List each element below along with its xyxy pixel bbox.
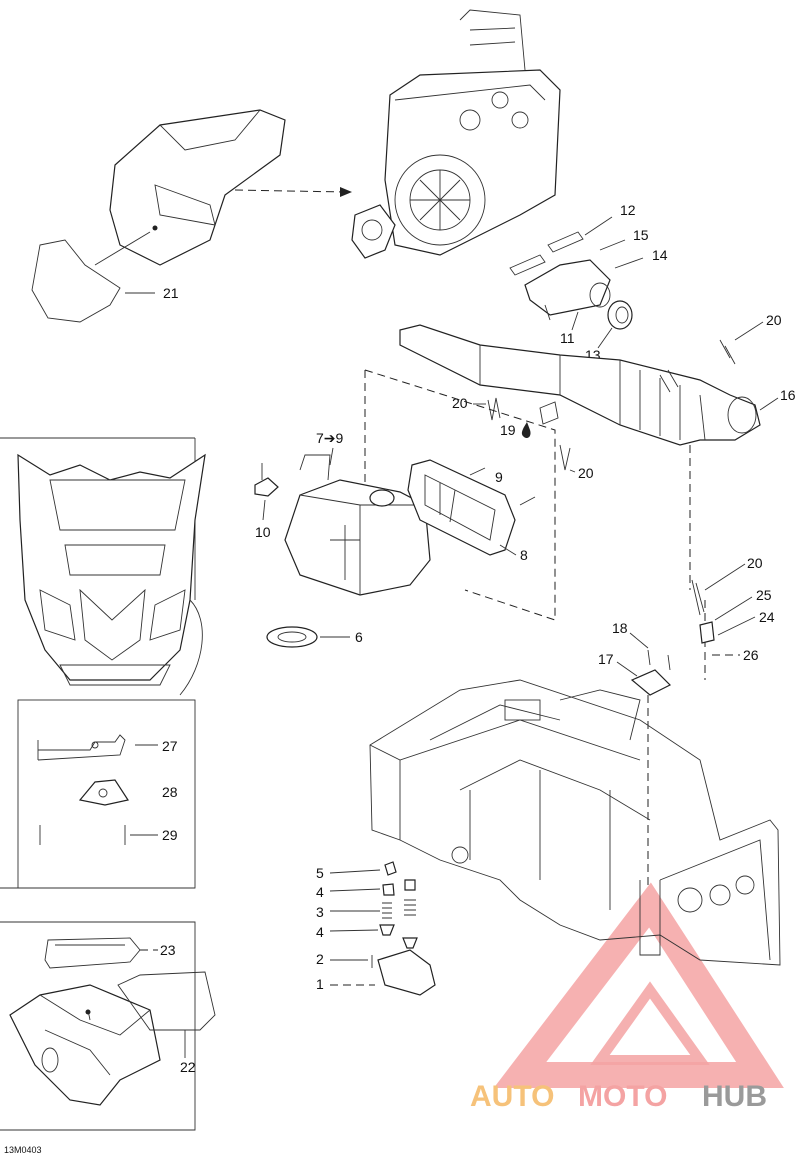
callout-28: 28 [162,784,178,800]
part-13-exhaust-seal-ring [607,300,633,330]
callout-20-mid-right: 20 [578,465,594,481]
part-11-exhaust-manifold [524,259,611,321]
assembly-arrow-head [340,187,352,197]
part-9-screws [469,467,536,506]
callout-7-9: 7➔9 [316,430,344,446]
part-12-manifold-gasket [509,231,584,276]
callout-3: 3 [316,904,324,920]
part-23-decal [44,937,141,969]
callout-24: 24 [759,609,775,625]
engine-assembly [351,9,561,259]
callout-10: 10 [255,524,271,540]
callout-20-lower: 20 [747,555,763,571]
callout-25: 25 [756,587,772,603]
callout-15: 15 [633,227,649,243]
exhaust-hanger-line [689,445,706,680]
callout-5: 5 [316,865,324,881]
callout-2: 2 [316,951,324,967]
callout-9: 9 [495,469,503,485]
part-6-seal-ring [266,626,318,648]
watermark-text-moto: MOTO [578,1080,667,1113]
decal-box-frame [17,699,196,889]
callout-26: 26 [743,647,759,663]
diagram-code: 13M0403 [4,1145,42,1155]
watermark-text-hub: HUB [702,1080,767,1113]
callout-22: 22 [180,1059,196,1075]
callout-12: 12 [620,202,636,218]
watermark-triangle-inner [590,981,710,1065]
exhaust-spring-19-20-area [487,397,571,471]
exhaust-springs-top [659,339,736,393]
part-7-muffler [284,454,431,596]
callout-6: 6 [355,629,363,645]
watermark-logo: AUTO MOTO HUB [470,882,784,1113]
part-10-grommet [254,463,279,497]
callout-4-upper: 4 [316,884,324,900]
drop-icon [521,422,531,439]
callout-27: 27 [162,738,178,754]
callout-29: 29 [162,827,178,843]
watermark-text-auto: AUTO [470,1080,554,1113]
chassis-frame [369,679,781,966]
bellypan-panel-frame [0,921,196,1131]
hood-assembly [17,453,206,696]
callout-1: 1 [316,976,324,992]
callout-8: 8 [520,547,528,563]
callout-4-lower: 4 [316,924,324,940]
part-22-bellypan [9,971,216,1106]
part-21-air-silencer [31,109,286,323]
callout-21: 21 [163,285,179,301]
callout-20-mid-left: 20 [452,395,468,411]
callout-23: 23 [160,942,176,958]
engine-mount-hardware [371,861,436,996]
part-18-screws [647,649,671,671]
callout-11: 11 [560,330,575,346]
callout-19: 19 [500,422,516,438]
callout-14: 14 [652,247,668,263]
exhaust-spring-lower [691,579,705,616]
part-27-decal [37,734,126,761]
callout-16: 16 [780,387,796,403]
callout-20-top: 20 [766,312,782,328]
part-28-bracket [78,779,129,806]
callout-18: 18 [612,620,628,636]
part-1-engine-mount [377,949,436,996]
part-29-trim [39,825,126,845]
muffler-assembly-frame [364,369,556,621]
watermark-triangle-outer [493,882,784,1088]
part-8-heat-shield [407,459,516,556]
part-16-tuned-pipe [399,324,761,446]
part-17-bracket [630,669,672,696]
part-24-25-26-hardware [699,621,715,644]
assembly-arrow-line [234,189,346,193]
callout-17: 17 [598,651,614,667]
